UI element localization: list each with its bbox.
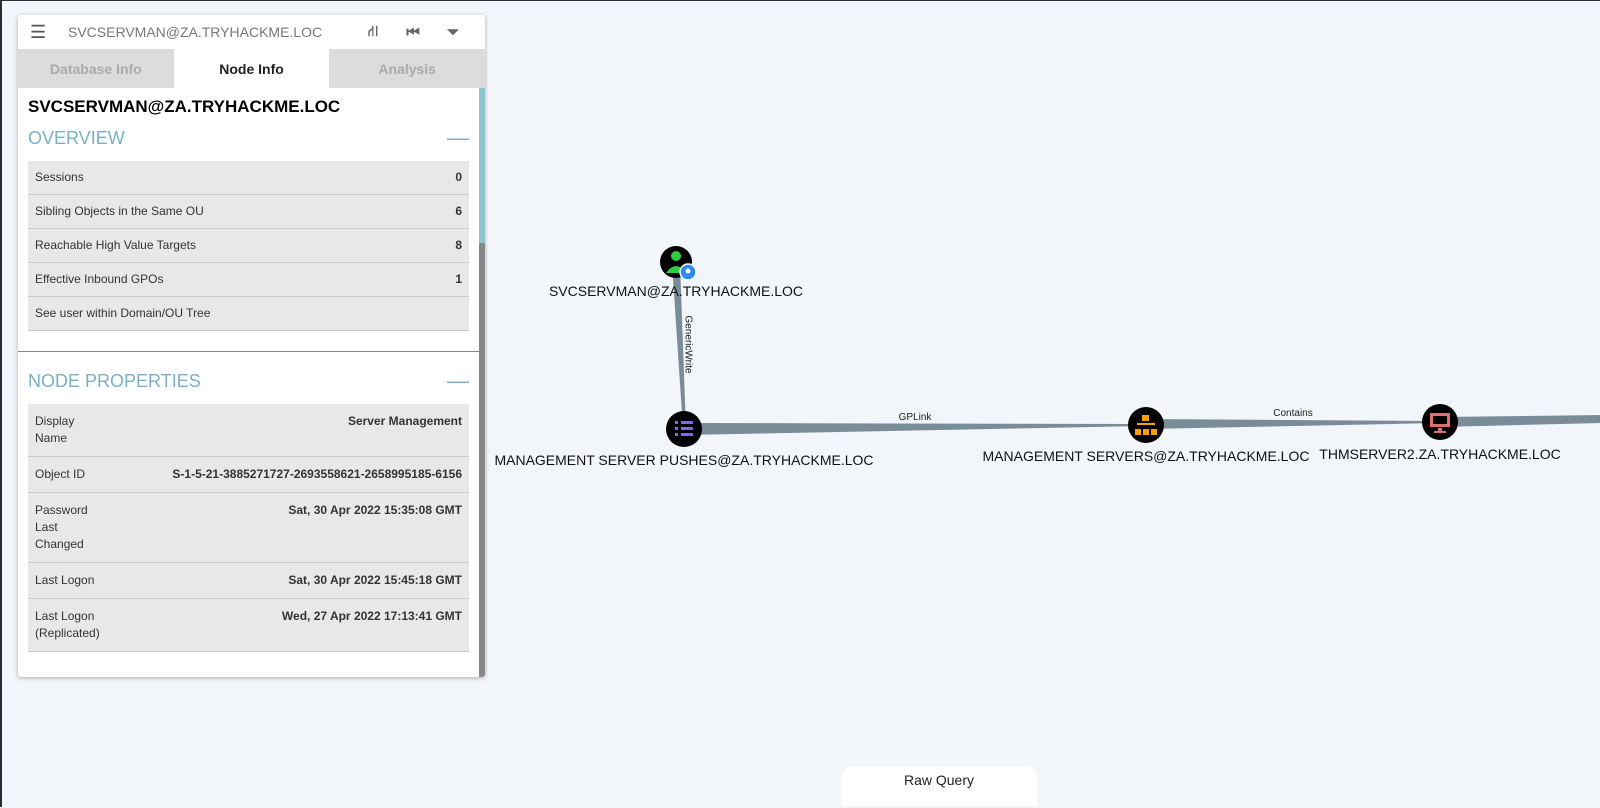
tab-database-info[interactable]: Database Info [18,49,174,88]
properties-section-header[interactable]: NODE PROPERTIES — [28,368,469,394]
section-title: NODE PROPERTIES [28,370,201,391]
row-value: 8 [425,228,469,263]
edge-contains[interactable] [1146,419,1440,429]
edge-genericwrite[interactable] [672,263,686,429]
edge-label: Contains [1273,408,1313,419]
row-value: Sat, 30 Apr 2022 15:35:08 GMT [106,492,469,563]
row-label: Reachable High Value Targets [28,228,426,263]
info-panel: ☰ SVCSERVMAN@ZA.TRYHACKME.LOC ⛙ ⏮ ⏷ Data… [18,15,485,677]
edge-label: GenericWrite [682,315,694,374]
node-title: SVCSERVMAN@ZA.TRYHACKME.LOC [28,97,341,116]
row-value: Wed, 27 Apr 2022 17:13:41 GMT [106,598,469,652]
back-icon[interactable]: ⏮ [406,23,420,41]
node-label: MANAGEMENT SERVERS@ZA.TRYHACKME.LOC [982,448,1310,464]
row-value: Server Management [106,404,469,457]
row-label: Sessions [28,161,426,195]
row-label: Object ID [28,456,107,493]
scrollbar[interactable] [479,88,485,677]
row-value: 0 [425,161,469,195]
pathfinding-icon[interactable]: ⛙ [367,22,379,40]
gpo-node[interactable] [666,411,702,447]
edge-gplink[interactable] [684,423,1146,435]
tab-analysis[interactable]: Analysis [329,49,485,88]
divider [18,351,479,352]
node-label: THMSERVER2.ZA.TRYHACKME.LOC [1319,446,1561,462]
row-label: Last Logon [28,562,107,599]
node-label: MANAGEMENT SERVER PUSHES@ZA.TRYHACKME.LO… [494,452,874,468]
table-row[interactable]: Last Logon (Replicated)Wed, 27 Apr 2022 … [28,598,469,652]
row-value: 1 [425,262,469,297]
collapse-icon[interactable]: — [447,368,469,393]
menu-icon[interactable]: ☰ [30,21,47,42]
edge-label: GPLink [898,412,932,423]
node-label: SVCSERVMAN@ZA.TRYHACKME.LOC [548,283,804,299]
collapse-icon[interactable]: — [447,125,469,150]
row-label: Last Logon (Replicated) [28,598,107,652]
ou-node[interactable] [1128,407,1164,443]
row-label: Sibling Objects in the Same OU [28,194,426,229]
row-value: Sat, 30 Apr 2022 15:45:18 GMT [106,562,469,599]
row-value: 6 [425,194,469,229]
user-node[interactable] [660,246,697,281]
row-label: Display Name [28,404,107,457]
table-row[interactable]: See user within Domain/OU Tree [28,296,469,331]
search-node-input[interactable]: SVCSERVMAN@ZA.TRYHACKME.LOC [68,24,323,40]
row-label: Password Last Changed [28,492,107,563]
overview-section-header[interactable]: OVERVIEW — [28,125,469,151]
edge-offscreen[interactable] [1440,415,1600,427]
computer-node[interactable] [1422,404,1458,440]
row-value [425,296,469,331]
section-title: OVERVIEW [28,127,125,148]
raw-query-button[interactable]: Raw Query [841,766,1037,806]
filter-icon[interactable]: ⏷ [446,23,459,41]
row-label: Effective Inbound GPOs [28,262,426,297]
row-label: See user within Domain/OU Tree [28,296,426,331]
row-value: S-1-5-21-3885271727-2693558621-265899518… [106,456,469,493]
tab-node-info[interactable]: Node Info [173,49,330,88]
